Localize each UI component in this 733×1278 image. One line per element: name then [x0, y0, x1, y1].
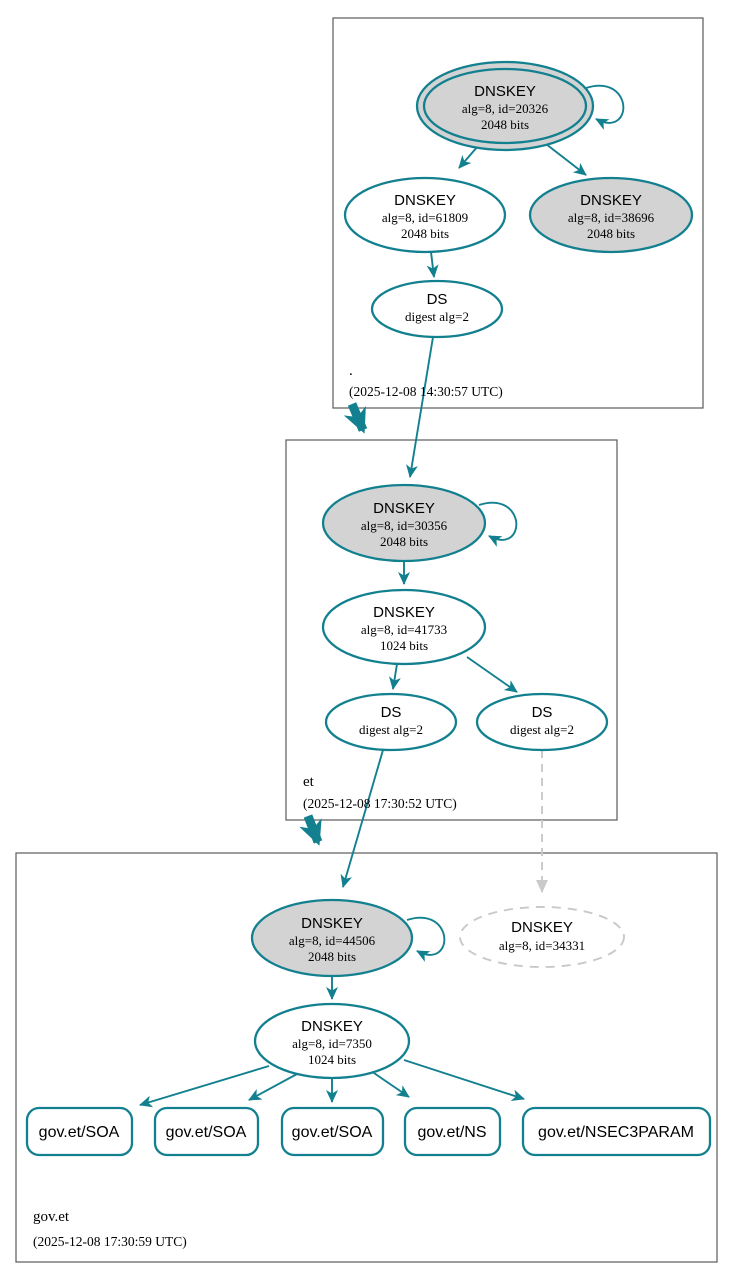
edge-root-zsk-to-ds [426, 251, 439, 278]
gov-et-zsk-detail2: 1024 bits [308, 1052, 356, 1067]
edge-root-ksk-to-published-ksk [545, 143, 587, 176]
node-root-ksk-dnskey-20326: DNSKEY alg=8, id=20326 2048 bits [415, 60, 595, 152]
et-ksk-detail2: 2048 bits [380, 534, 428, 549]
et-ds1-ellipse [324, 692, 458, 752]
et-ksk-ellipse [321, 483, 487, 563]
gov-et-missing-title: DNSKEY [511, 919, 573, 936]
rrset-soa2-rect [153, 1106, 260, 1157]
node-root-ds: DS digest alg=2 [370, 279, 504, 339]
rrset-soa1-rect [25, 1106, 134, 1157]
zone-timestamp-gov-et: (2025-12-08 17:30:59 UTC) [33, 1234, 187, 1249]
node-root-zsk-dnskey-61809: DNSKEY alg=8, id=61809 2048 bits [343, 176, 507, 254]
gov-et-zsk-ellipse [253, 1002, 411, 1080]
node-et-ds2: DS digest alg=2 [475, 692, 609, 752]
et-ds1-title: DS [381, 704, 402, 721]
et-ds2-title: DS [532, 704, 553, 721]
root-zsk-title: DNSKEY [394, 192, 456, 209]
zone-timestamp-et: (2025-12-08 17:30:52 UTC) [303, 796, 457, 811]
et-zsk-ellipse [321, 588, 487, 666]
gov-et-ksk-title: DNSKEY [301, 915, 363, 932]
edge-delegation-root-to-et [343, 402, 368, 434]
edge-et-ksk-self-sign [478, 501, 518, 547]
edge-et-ds1-to-gov-et-ksk [340, 749, 384, 888]
node-gov-et-missing-dnskey-34331: DNSKEY alg=8, id=34331 [459, 906, 625, 968]
edge-et-zsk-to-ds1 [388, 663, 401, 690]
root-zsk-detail1: alg=8, id=61809 [382, 210, 468, 225]
node-rrset-gov-et-soa-2: gov.et/SOA [153, 1106, 260, 1157]
et-ksk-title: DNSKEY [373, 500, 435, 517]
gov-et-zsk-detail1: alg=8, id=7350 [292, 1036, 372, 1051]
root-ksk-detail2: 2048 bits [481, 117, 529, 132]
et-ds2-ellipse [475, 692, 609, 752]
edge-gov-et-zsk-to-soa1 [139, 1065, 270, 1108]
node-rrset-gov-et-soa-1: gov.et/SOA [25, 1106, 134, 1157]
gov-et-ksk-detail2: 2048 bits [308, 949, 356, 964]
root-ds-title: DS [427, 291, 448, 308]
et-ksk-detail1: alg=8, id=30356 [361, 518, 448, 533]
et-zsk-title: DNSKEY [373, 604, 435, 621]
rrset-ns-label: gov.et/NS [417, 1124, 486, 1141]
root-zsk-detail2: 2048 bits [401, 226, 449, 241]
gov-et-missing-ellipse [459, 906, 625, 968]
et-ds2-detail1: digest alg=2 [510, 722, 574, 737]
et-zsk-detail2: 1024 bits [380, 638, 428, 653]
root-zsk-ellipse [343, 176, 507, 254]
root-ds-ellipse [370, 279, 504, 339]
edge-root-ksk-to-zsk [458, 145, 479, 169]
zone-timestamp-root: (2025-12-08 14:30:57 UTC) [349, 384, 503, 399]
gov-et-zsk-title: DNSKEY [301, 1018, 363, 1035]
node-et-ksk-dnskey-30356: DNSKEY alg=8, id=30356 2048 bits [321, 483, 487, 563]
rrset-soa2-label: gov.et/SOA [166, 1124, 247, 1141]
root-ds-detail1: digest alg=2 [405, 309, 469, 324]
node-rrset-gov-et-nsec3param: gov.et/NSEC3PARAM [521, 1106, 712, 1157]
zone-box-root [332, 17, 704, 409]
root-published-ellipse [528, 176, 694, 254]
rrset-nsec3param-rect [521, 1106, 712, 1157]
zone-label-gov-et: gov.et [33, 1209, 70, 1225]
rrset-ns-rect [403, 1106, 502, 1157]
node-rrset-gov-et-soa-3: gov.et/SOA [280, 1106, 385, 1157]
root-published-detail1: alg=8, id=38696 [568, 210, 655, 225]
root-ksk-inner-ellipse [422, 67, 588, 145]
node-gov-et-ksk-dnskey-44506: DNSKEY alg=8, id=44506 2048 bits [250, 898, 414, 978]
root-published-title: DNSKEY [580, 192, 642, 209]
zone-label-et: et [303, 774, 315, 790]
edge-et-zsk-to-ds2 [466, 656, 518, 693]
gov-et-ksk-detail1: alg=8, id=44506 [289, 933, 376, 948]
rrset-soa3-rect [280, 1106, 385, 1157]
edge-gov-et-zsk-to-soa2 [248, 1073, 298, 1101]
rrset-soa1-label: gov.et/SOA [39, 1124, 120, 1141]
edge-root-ds-to-et-ksk [406, 336, 434, 478]
rrset-nsec3param-label: gov.et/NSEC3PARAM [538, 1124, 694, 1141]
node-gov-et-zsk-dnskey-7350: DNSKEY alg=8, id=7350 1024 bits [253, 1002, 411, 1080]
root-ksk-detail1: alg=8, id=20326 [462, 101, 549, 116]
edge-root-ksk-self-sign [585, 84, 625, 130]
edge-gov-et-zsk-to-ns [370, 1070, 410, 1098]
root-published-detail2: 2048 bits [587, 226, 635, 241]
edge-delegation-et-to-gov-et [299, 814, 323, 846]
node-rrset-gov-et-ns: gov.et/NS [403, 1106, 502, 1157]
zone-label-root: . [349, 363, 353, 379]
gov-et-ksk-ellipse [250, 898, 414, 978]
et-zsk-detail1: alg=8, id=41733 [361, 622, 447, 637]
node-root-published-dnskey-38696: DNSKEY alg=8, id=38696 2048 bits [528, 176, 694, 254]
zone-box-et [285, 439, 618, 821]
zone-box-gov-et [15, 852, 718, 1263]
node-et-zsk-dnskey-41733: DNSKEY alg=8, id=41733 1024 bits [321, 588, 487, 666]
edge-gov-et-zsk-to-nsec3param [403, 1059, 525, 1101]
root-ksk-outer-ellipse [415, 60, 595, 152]
gov-et-missing-detail1: alg=8, id=34331 [499, 938, 585, 953]
et-ds1-detail1: digest alg=2 [359, 722, 423, 737]
node-et-ds1: DS digest alg=2 [324, 692, 458, 752]
rrset-soa3-label: gov.et/SOA [292, 1124, 373, 1141]
root-ksk-title: DNSKEY [474, 83, 536, 100]
edge-gov-et-ksk-self-sign [406, 916, 446, 962]
